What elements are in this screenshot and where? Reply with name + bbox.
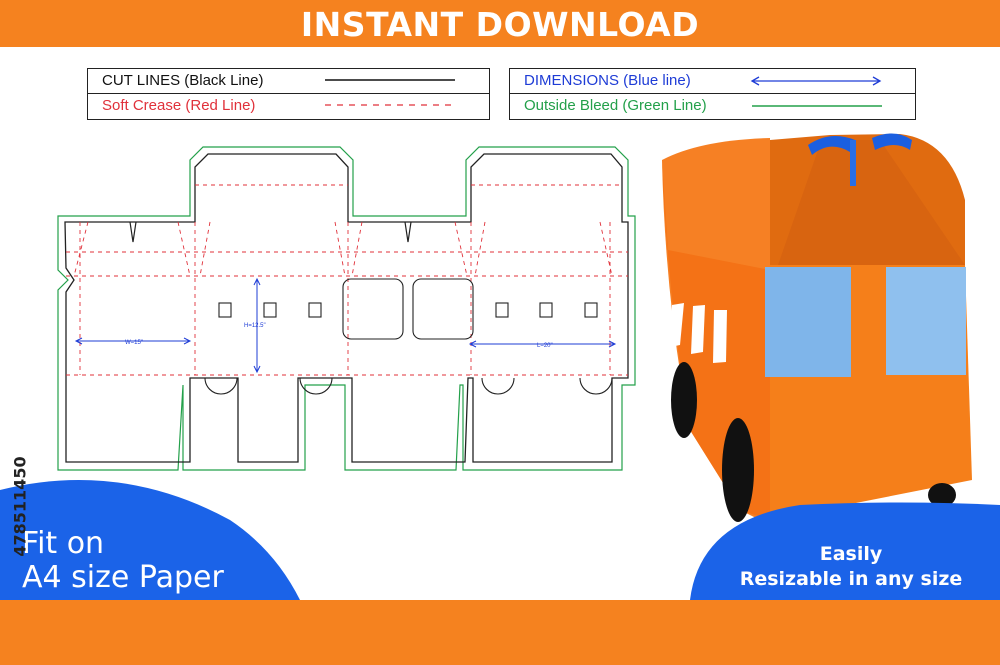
legend-bleed-label: Outside Bleed (Green Line) xyxy=(524,97,707,114)
legend-dimensions: DIMENSIONS (Blue line) xyxy=(510,69,915,93)
legend-right-divider xyxy=(510,93,915,94)
legend-right: DIMENSIONS (Blue line) Outside Bleed (Gr… xyxy=(509,68,916,120)
stock-id-label: 478511450 xyxy=(10,456,30,557)
legend-left-divider xyxy=(88,93,489,94)
top-banner: INSTANT DOWNLOAD xyxy=(0,0,1000,47)
resize-line1: Easily xyxy=(819,543,883,565)
legend-soft-crease: Soft Crease (Red Line) xyxy=(88,94,489,118)
legend-bleed: Outside Bleed (Green Line) xyxy=(510,94,915,118)
legend-cut-lines: CUT LINES (Black Line) xyxy=(88,69,489,93)
bottom-band xyxy=(0,600,1000,665)
cut-outline xyxy=(64,153,629,463)
crease-lines xyxy=(66,184,628,376)
fit-line1: Fit on xyxy=(22,526,105,561)
bleed-line-sample-icon xyxy=(752,105,882,107)
legend-crease-label: Soft Crease (Red Line) xyxy=(102,97,256,114)
length-dimension-label: L=20" xyxy=(537,343,553,349)
fit-line2: A4 size Paper xyxy=(22,560,224,595)
bleed-outline xyxy=(57,146,636,471)
width-dimension-label: W=15" xyxy=(125,340,143,346)
banner-title: INSTANT DOWNLOAD xyxy=(300,5,700,44)
legend-left: CUT LINES (Black Line) Soft Crease (Red … xyxy=(87,68,490,120)
legend-dimensions-label: DIMENSIONS (Blue line) xyxy=(524,72,691,89)
legend-cut-label: CUT LINES (Black Line) xyxy=(102,72,264,89)
easily-resizable-text: Easily Resizable in any size xyxy=(720,542,982,592)
resize-line2: Resizable in any size xyxy=(739,568,963,590)
cut-line-sample-icon xyxy=(325,79,455,81)
side-windows xyxy=(218,278,598,340)
height-dimension-label: H=12.5" xyxy=(244,323,266,329)
dimension-arrows xyxy=(74,277,617,374)
dimension-arrow-sample-icon xyxy=(750,76,882,86)
crease-line-sample-icon xyxy=(325,104,455,106)
fit-on-a4-text: Fit on A4 size Paper xyxy=(22,527,224,595)
